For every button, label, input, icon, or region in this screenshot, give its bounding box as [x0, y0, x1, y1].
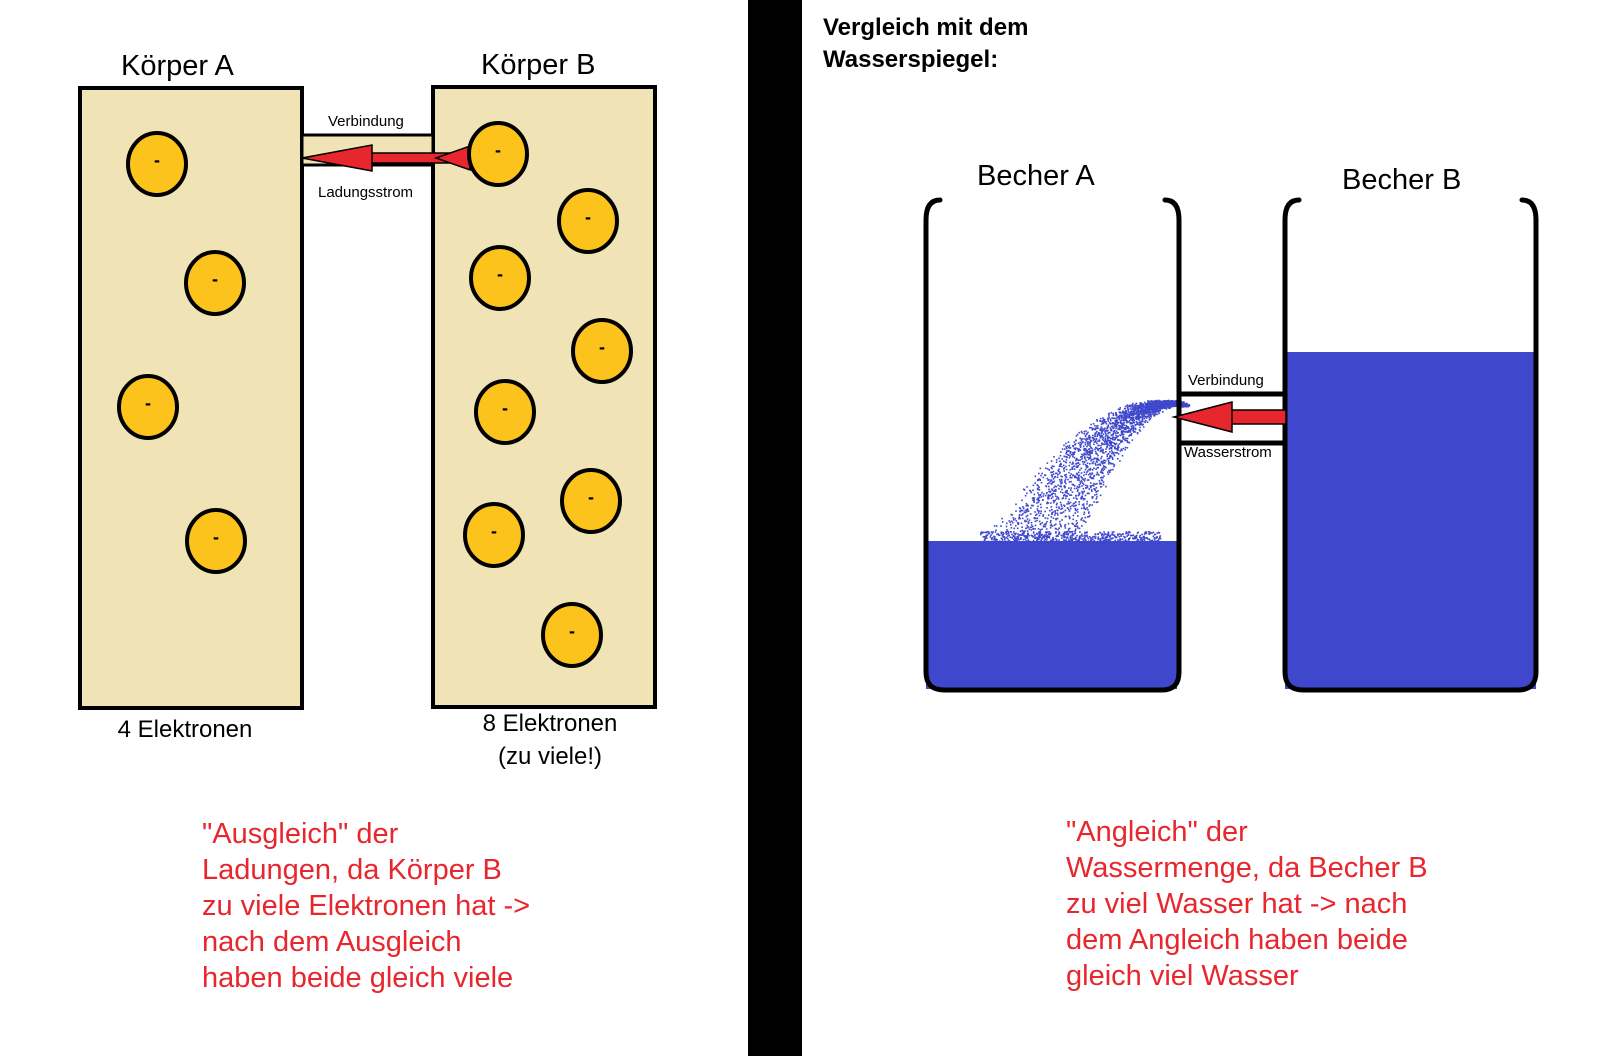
body-b-box — [431, 85, 657, 709]
comparison-heading-line: Wasserspiegel: — [823, 46, 999, 73]
comparison-heading: Vergleich mit dem Wasserspiegel: — [823, 12, 1028, 76]
body-b-count: 8 Elektronen — [482, 710, 618, 737]
left-explanation: "Ausgleich" der Ladungen, da Körper B zu… — [202, 816, 530, 996]
right-explanation: "Angleich" der Wassermenge, da Becher B … — [1066, 814, 1428, 994]
electron-sign: - — [585, 207, 591, 227]
left-explanation-line: zu viele Elektronen hat -> — [202, 890, 531, 922]
electron: - — [469, 245, 531, 311]
charge-flow-arrow — [301, 144, 471, 172]
left-explanation-line: Ladungen, da Körper B — [202, 854, 502, 886]
electron: - — [560, 468, 622, 534]
left-explanation-line: "Ausgleich" der — [202, 818, 399, 850]
body-a-box — [78, 86, 304, 710]
electron-sign: - — [495, 140, 501, 160]
divider-bar — [748, 0, 802, 1056]
cup-b-outline — [1282, 197, 1539, 693]
electron-sign: - — [588, 487, 594, 507]
cup-a-title: Becher A — [977, 160, 1095, 192]
left-flow-label: Ladungsstrom — [318, 184, 414, 201]
right-explanation-line: zu viel Wasser hat -> nach — [1066, 888, 1408, 920]
body-a-count: 4 Elektronen — [117, 716, 253, 743]
electron-sign: - — [154, 150, 160, 170]
electron-sign: - — [569, 621, 575, 641]
electron: - — [541, 602, 603, 668]
cup-a-outline — [923, 197, 1288, 693]
left-connection-label: Verbindung — [328, 113, 404, 130]
cup-b-water — [1285, 352, 1536, 689]
cup-b-title: Becher B — [1342, 164, 1462, 196]
body-b-title: Körper B — [481, 49, 596, 81]
electron: - — [467, 121, 529, 187]
electron: - — [185, 508, 247, 574]
electrons-body-b: - - - - - - - - — [463, 121, 633, 668]
right-explanation-line: "Angleich" der — [1066, 816, 1248, 848]
electron-sign: - — [497, 264, 503, 284]
electron: - — [117, 374, 179, 440]
water-flow-arrow — [1171, 401, 1287, 433]
right-connection-label: Verbindung — [1188, 372, 1264, 389]
right-explanation-line: Wassermenge, da Becher B — [1066, 852, 1428, 884]
cup-a-water — [926, 541, 1177, 689]
electron: - — [557, 188, 619, 254]
left-explanation-line: haben beide gleich viele — [202, 962, 514, 994]
electron-sign: - — [145, 393, 151, 413]
electron-sign: - — [502, 398, 508, 418]
electron: - — [474, 379, 536, 445]
body-b-note: (zu viele!) — [497, 743, 603, 770]
electron-sign: - — [599, 337, 605, 357]
right-flow-label: Wasserstrom — [1184, 444, 1272, 461]
electrons-body-a: - - - - — [117, 131, 247, 574]
left-explanation-line: nach dem Ausgleich — [202, 926, 462, 958]
electron: - — [571, 318, 633, 384]
right-explanation-line: dem Angleich haben beide — [1066, 924, 1408, 956]
electron-sign: - — [212, 269, 218, 289]
electron-sign: - — [491, 521, 497, 541]
water-stream — [980, 399, 1191, 543]
body-a-title: Körper A — [121, 50, 234, 82]
electron: - — [184, 250, 246, 316]
electron: - — [126, 131, 188, 197]
right-explanation-line: gleich viel Wasser — [1066, 960, 1299, 992]
electron-sign: - — [213, 527, 219, 547]
comparison-heading-line: Vergleich mit dem — [823, 14, 1029, 41]
electron: - — [463, 502, 525, 568]
